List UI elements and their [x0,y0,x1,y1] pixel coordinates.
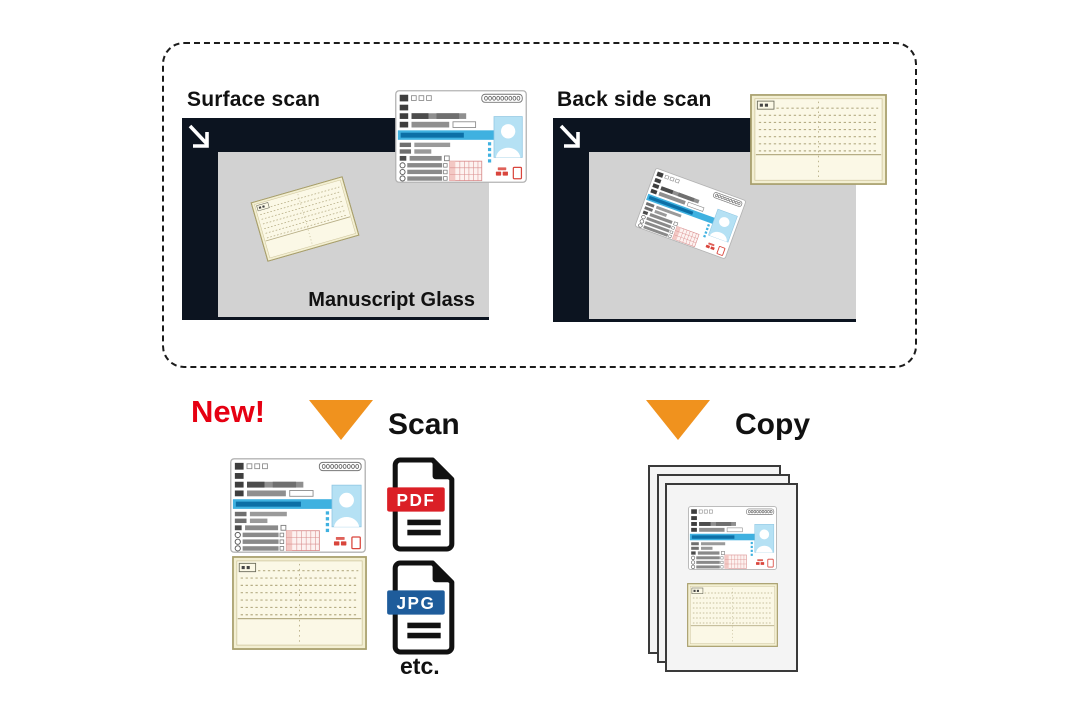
copied-license-back-image [687,583,778,647]
scanned-license-front-image [230,458,366,553]
scanned-license-back-image [232,556,367,650]
copied-license-front-image [688,506,777,570]
pdf-format-label: PDF [396,490,435,510]
scan-action-label: Scan [388,408,460,441]
scanner-diagram-panel: Surface scan Manuscript Glass Back side … [162,42,917,368]
license-front-card-preview [395,90,527,183]
jpg-file-icon: JPG [387,560,455,655]
etc-label: etc. [400,653,440,679]
jpg-format-label: JPG [396,593,435,613]
back-side-scan-label: Back side scan [557,88,712,111]
license-back-card-preview [750,94,887,185]
new-badge: New! [191,394,266,429]
scan-direction-arrow-icon [559,124,580,148]
pdf-file-icon: PDF [387,457,455,552]
copy-sheet-front [665,483,798,672]
copy-action-label: Copy [735,408,810,441]
scan-direction-arrow-icon [188,124,209,148]
surface-scan-label: Surface scan [187,88,321,111]
down-arrow-icon [309,400,373,440]
manuscript-glass-label: Manuscript Glass [308,289,475,311]
down-arrow-icon [646,400,710,440]
